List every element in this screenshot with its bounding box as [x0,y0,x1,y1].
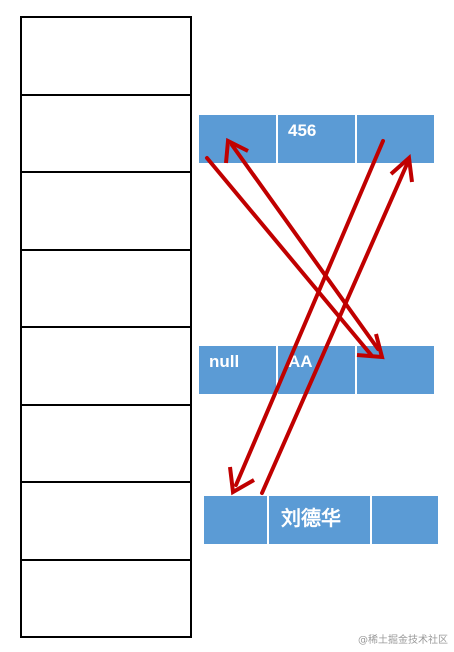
watermark: @稀土掘金技术社区 [358,635,448,646]
arrow-bottom-to-top [260,162,409,495]
stack-frame [20,16,192,638]
node-middle: null AA [199,346,434,394]
stack-slot-5 [22,328,190,406]
arrow-middle-prev-to-top [230,143,380,351]
stack-slot-7 [22,483,190,561]
node-middle-prev-cell: null [199,346,276,394]
node-bottom-prev-cell [204,496,267,544]
node-bottom-value-cell: 刘德华 [269,496,370,544]
node-bottom-next-cell [372,496,438,544]
arrowhead-top-right [389,153,414,183]
stack-slot-3 [22,173,190,251]
node-top-value-cell: 456 [278,115,355,163]
arrow-top-next-to-middle [205,156,374,358]
stack-slot-4 [22,251,190,328]
node-bottom: 刘德华 [204,496,438,544]
arrowhead-middle [356,333,385,360]
arrow-top-to-bottom [234,139,385,487]
stack-slot-1 [22,18,190,96]
stack-slot-6 [22,406,190,483]
node-top-next-cell [357,115,434,163]
arrowhead-top-left [224,137,249,164]
arrowhead-bottom-left [228,466,255,496]
stack-slot-2 [22,96,190,173]
